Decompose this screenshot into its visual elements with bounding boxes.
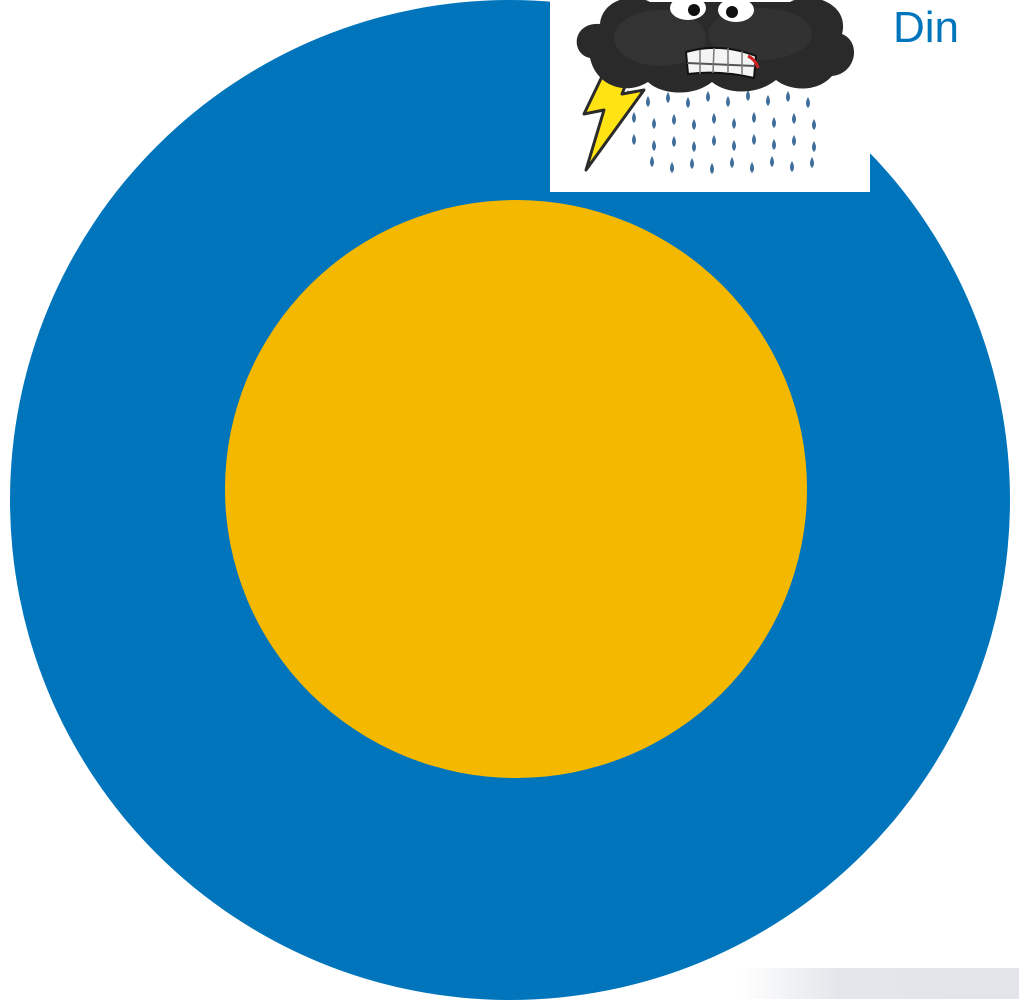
- label-din: Din: [893, 3, 960, 52]
- raindrops-group: [626, 90, 816, 174]
- gritted-teeth-mouth: [684, 46, 760, 80]
- inner-circle: [225, 200, 807, 778]
- angry-storm-cloud-icon: [576, 0, 854, 174]
- angry-eyes: [670, 0, 754, 22]
- cloud-body: [576, 0, 854, 93]
- bottom-edge-texture: [740, 968, 1019, 999]
- storm-cloud-image: [550, 0, 870, 192]
